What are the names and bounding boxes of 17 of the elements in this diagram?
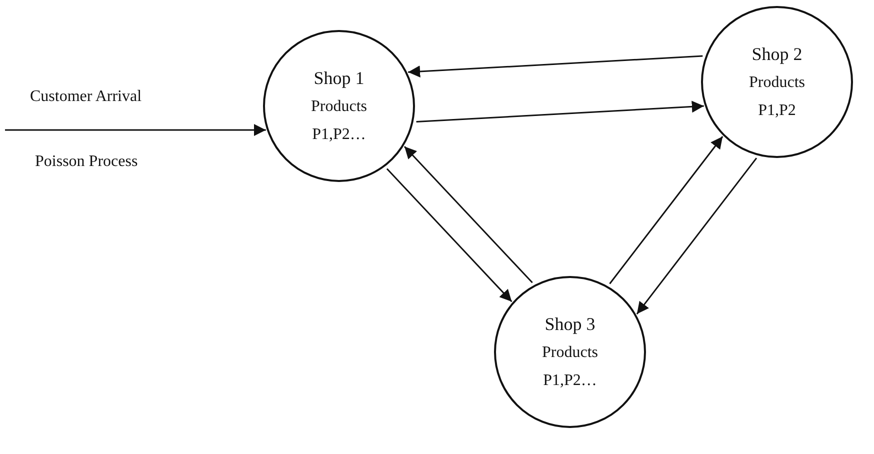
arrow [5, 124, 266, 136]
node-text: P1,P2… [312, 127, 366, 143]
arrow [636, 158, 758, 314]
node-text: P1,P2… [543, 373, 597, 389]
arrow [404, 146, 533, 284]
node-title: Shop 3 [544, 315, 596, 333]
annotation-text: Poisson Process [35, 153, 138, 171]
arrow [416, 100, 704, 123]
node-text: Products [542, 345, 598, 361]
node-title: Shop 2 [752, 45, 802, 63]
arrow [386, 168, 512, 302]
node-text: P1,P2 [758, 103, 796, 119]
node-title: Shop 1 [314, 69, 364, 87]
arrow [408, 55, 703, 78]
node-text: Products [311, 99, 367, 115]
node-text: Products [749, 75, 805, 91]
annotation-text: Customer Arrival [30, 88, 142, 106]
